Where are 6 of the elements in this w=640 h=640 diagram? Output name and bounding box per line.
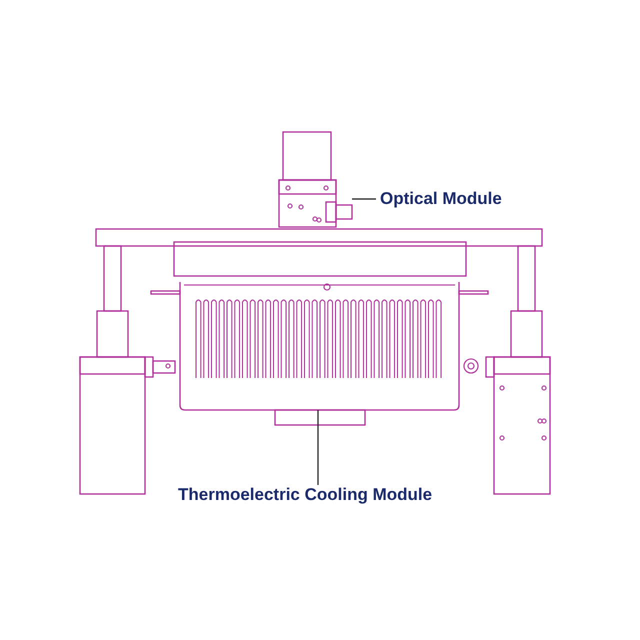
part-label: Thermoelectric Cooling Module — [178, 485, 432, 505]
leader-line — [352, 198, 376, 200]
heat-sink-drawing — [179, 282, 460, 411]
part-label: Optical Module — [380, 189, 502, 209]
leader-line — [317, 410, 319, 485]
optical-module-drawing — [278, 131, 353, 228]
